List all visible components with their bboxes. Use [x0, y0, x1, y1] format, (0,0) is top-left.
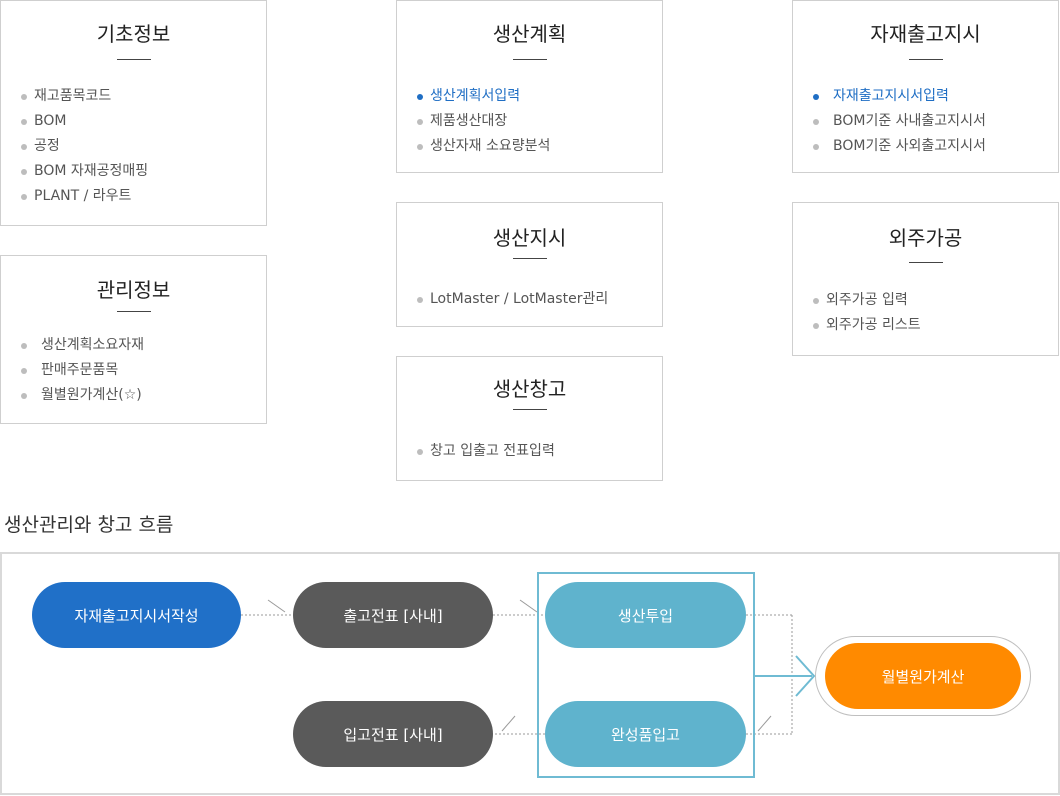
title-divider	[512, 59, 547, 60]
menu-item-process[interactable]: 공정	[21, 134, 148, 159]
menu-item-inventory-code[interactable]: 재고품목코드	[21, 84, 148, 109]
flow-node-material-release[interactable]: 자재출고지시서작성	[32, 582, 241, 648]
bullet-icon	[21, 94, 27, 100]
bullet-icon	[417, 297, 423, 303]
menu-item-external-release[interactable]: BOM기준 사외출고지시서	[813, 134, 986, 159]
cost-node-ring	[815, 636, 1031, 716]
flow-node-production-input[interactable]: 생산투입	[545, 582, 746, 648]
title-divider	[116, 59, 151, 60]
card-title: 생산계획	[492, 22, 567, 46]
flow-node-monthly-cost[interactable]: 월별원가계산	[825, 643, 1021, 709]
menu-list: 외주가공 입력 외주가공 리스트	[813, 288, 921, 338]
bullet-icon	[813, 119, 819, 125]
bullet-icon	[813, 298, 819, 304]
menu-list: 생산계획소요자재 판매주문품목 월별원가계산(☆)	[21, 333, 144, 408]
menu-list: 재고품목코드 BOM 공정 BOM 자재공정매핑 PLANT / 라우트	[21, 84, 148, 209]
bullet-icon	[813, 323, 819, 329]
flow-node-finished-receipt[interactable]: 완성품입고	[545, 701, 746, 767]
title-divider	[116, 311, 151, 312]
menu-item-plan-input[interactable]: 생산계획서입력	[417, 84, 550, 109]
bullet-icon	[813, 144, 819, 150]
card-title: 생산지시	[492, 226, 567, 250]
menu-list: 창고 입출고 전표입력	[417, 439, 555, 464]
card-production-plan: 생산계획 생산계획서입력 제품생산대장 생산자재 소요량분석	[396, 0, 663, 173]
menu-item-plan-materials[interactable]: 생산계획소요자재	[21, 333, 144, 358]
card-production-warehouse: 생산창고 창고 입출고 전표입력	[396, 356, 663, 481]
menu-list: 생산계획서입력 제품생산대장 생산자재 소요량분석	[417, 84, 550, 159]
bullet-icon	[21, 194, 27, 200]
bullet-icon	[21, 119, 27, 125]
menu-item-product-ledger[interactable]: 제품생산대장	[417, 109, 550, 134]
card-production-order: 생산지시 LotMaster / LotMaster관리	[396, 202, 663, 327]
bullet-icon	[417, 449, 423, 455]
card-title: 관리정보	[96, 278, 171, 302]
card-manage-info: 관리정보 생산계획소요자재 판매주문품목 월별원가계산(☆)	[0, 255, 267, 424]
menu-item-bom-mapping[interactable]: BOM 자재공정매핑	[21, 159, 148, 184]
menu-item-release-input[interactable]: 자재출고지시서입력	[813, 84, 986, 109]
bullet-icon	[21, 343, 27, 349]
menu-item-internal-release[interactable]: BOM기준 사내출고지시서	[813, 109, 986, 134]
flow-section-title: 생산관리와 창고 흐름	[4, 514, 174, 536]
menu-item-outsource-list[interactable]: 외주가공 리스트	[813, 313, 921, 338]
card-title: 기초정보	[96, 22, 171, 46]
bullet-icon	[813, 94, 819, 100]
menu-item-sales-order-items[interactable]: 판매주문품목	[21, 358, 144, 383]
menu-item-warehouse-slip[interactable]: 창고 입출고 전표입력	[417, 439, 555, 464]
title-divider	[908, 59, 943, 60]
production-group-frame	[537, 572, 755, 778]
flow-node-out-slip[interactable]: 출고전표 [사내]	[293, 582, 493, 648]
menu-list: LotMaster / LotMaster관리	[417, 287, 608, 312]
menu-item-outsource-input[interactable]: 외주가공 입력	[813, 288, 921, 313]
title-divider	[512, 258, 547, 259]
flow-node-in-slip[interactable]: 입고전표 [사내]	[293, 701, 493, 767]
flow-diagram-container	[0, 552, 1060, 795]
bullet-icon	[417, 94, 423, 100]
menu-item-plant-route[interactable]: PLANT / 라우트	[21, 184, 148, 209]
menu-item-material-analysis[interactable]: 생산자재 소요량분석	[417, 134, 550, 159]
bullet-icon	[21, 144, 27, 150]
card-material-release: 자재출고지시 자재출고지시서입력 BOM기준 사내출고지시서 BOM기준 사외출…	[792, 0, 1059, 173]
bullet-icon	[21, 368, 27, 374]
bullet-icon	[21, 169, 27, 175]
card-basic-info: 기초정보 재고품목코드 BOM 공정 BOM 자재공정매핑 PLANT / 라우…	[0, 0, 267, 226]
menu-item-lotmaster[interactable]: LotMaster / LotMaster관리	[417, 287, 608, 312]
card-title: 외주가공	[888, 226, 963, 250]
menu-item-monthly-cost[interactable]: 월별원가계산(☆)	[21, 383, 144, 408]
title-divider	[908, 262, 943, 263]
menu-item-bom[interactable]: BOM	[21, 109, 148, 134]
menu-list: 자재출고지시서입력 BOM기준 사내출고지시서 BOM기준 사외출고지시서	[813, 84, 986, 159]
bullet-icon	[417, 144, 423, 150]
bullet-icon	[417, 119, 423, 125]
title-divider	[512, 409, 547, 410]
card-title: 자재출고지시	[870, 22, 981, 46]
bullet-icon	[21, 393, 27, 399]
card-title: 생산창고	[492, 377, 567, 401]
card-outsourcing: 외주가공 외주가공 입력 외주가공 리스트	[792, 202, 1059, 356]
